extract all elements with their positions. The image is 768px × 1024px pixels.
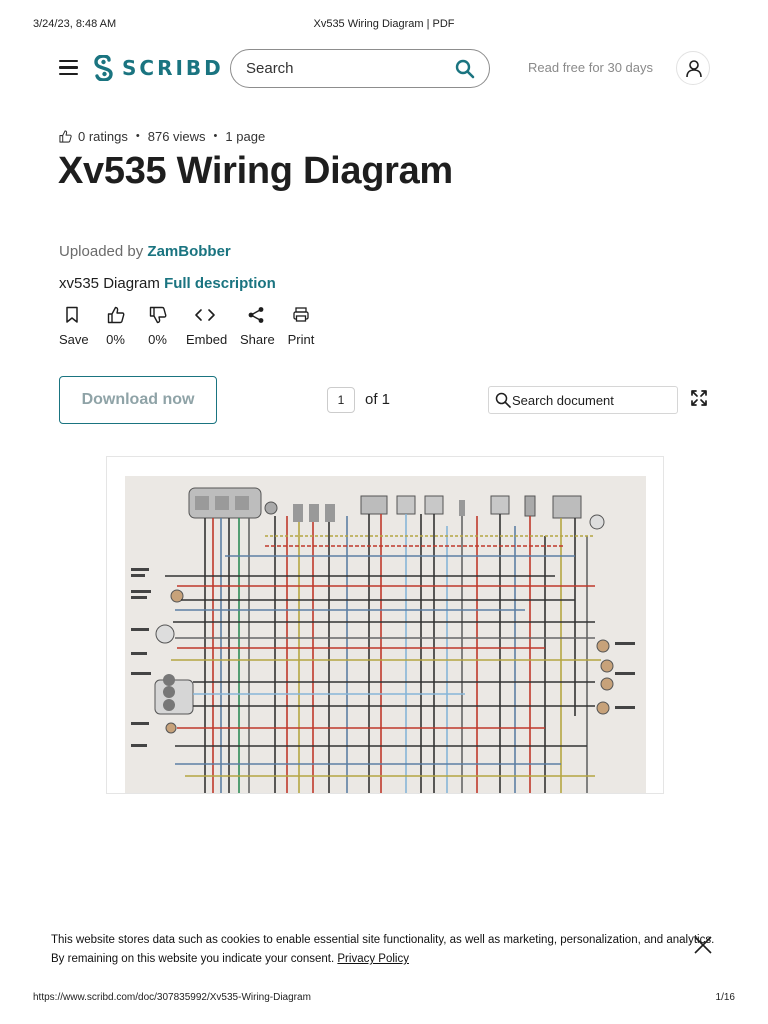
user-icon — [686, 60, 702, 78]
search-document-placeholder: Search document — [512, 393, 614, 408]
description-text: xv535 Diagram — [59, 275, 160, 292]
author-link[interactable]: ZamBobber — [147, 243, 231, 260]
share-label: Share — [240, 332, 275, 347]
wiring-diagram-image — [125, 476, 646, 793]
print-label: Print — [287, 332, 315, 347]
uploaded-prefix: Uploaded by — [59, 243, 144, 260]
cookie-banner: This website stores data such as cookies… — [51, 931, 731, 969]
cookie-text-line2-wrap: By remaining on this website you indicat… — [51, 950, 731, 969]
ratings-count: 0 ratings — [78, 128, 128, 144]
document-title: Xv535 Wiring Diagram — [58, 150, 453, 192]
uploaded-by: Uploaded by ZamBobber — [59, 243, 231, 260]
save-button[interactable]: Save — [59, 306, 89, 347]
save-label: Save — [59, 332, 89, 347]
search-icon — [495, 392, 511, 408]
bookmark-icon — [66, 306, 78, 323]
like-percent: 0% — [106, 332, 125, 347]
share-button[interactable]: Share — [240, 306, 275, 347]
page-count: 1 page — [225, 128, 266, 144]
like-button[interactable]: 0% — [106, 306, 125, 347]
embed-button[interactable]: Embed — [186, 306, 227, 347]
separator-dot: • — [135, 130, 140, 142]
views-count: 876 views — [147, 128, 206, 144]
thumbs-down-icon — [149, 306, 167, 324]
search-document-input[interactable]: Search document — [488, 386, 678, 414]
full-description-link[interactable]: Full description — [164, 275, 276, 292]
embed-label: Embed — [186, 332, 228, 347]
fullscreen-icon[interactable] — [690, 389, 708, 407]
print-footer: https://www.scribd.com/doc/307835992/Xv5… — [0, 992, 768, 1006]
account-button[interactable] — [676, 51, 710, 85]
thumbs-up-icon — [107, 306, 125, 324]
document-stats: 0 ratings • 876 views • 1 page — [59, 128, 265, 144]
code-icon — [195, 309, 215, 321]
close-icon[interactable] — [692, 934, 714, 956]
cookie-text-line2: By remaining on this website you indicat… — [51, 953, 335, 965]
dislike-button[interactable]: 0% — [148, 306, 167, 347]
search-icon[interactable] — [455, 59, 475, 79]
top-navigation: SCRIBD Search Read free for 30 days — [0, 48, 768, 88]
download-now-button[interactable]: Download now — [59, 376, 217, 424]
thumbs-up-icon — [59, 129, 72, 143]
document-description: xv535 Diagram Full description — [59, 275, 276, 292]
wiring-diagram-drawing — [125, 476, 646, 793]
read-free-link[interactable]: Read free for 30 days — [528, 60, 654, 75]
document-page-frame — [106, 456, 664, 794]
separator-dot: • — [213, 130, 218, 142]
page-total: of 1 — [365, 391, 391, 408]
privacy-policy-link[interactable]: Privacy Policy — [337, 953, 409, 965]
print-page-number: 1/16 — [715, 992, 735, 1003]
scribd-logo[interactable]: SCRIBD — [94, 54, 224, 82]
dislike-percent: 0% — [148, 332, 167, 347]
menu-icon[interactable] — [59, 60, 78, 76]
print-timestamp: 3/24/23, 8:48 AM — [33, 18, 117, 30]
print-title: Xv535 Wiring Diagram | PDF — [313, 18, 455, 30]
print-button[interactable]: Print — [287, 306, 315, 347]
scribd-s-icon — [94, 55, 113, 81]
share-icon — [248, 307, 264, 323]
printer-icon — [293, 307, 309, 322]
search-input[interactable]: Search — [230, 49, 490, 88]
page-number-input[interactable]: 1 — [327, 387, 355, 413]
logo-text: SCRIBD — [122, 56, 224, 80]
cookie-text-line1: This website stores data such as cookies… — [51, 934, 715, 946]
search-placeholder: Search — [246, 60, 294, 77]
print-header: 3/24/23, 8:48 AM Xv535 Wiring Diagram | … — [0, 18, 768, 32]
print-url: https://www.scribd.com/doc/307835992/Xv5… — [33, 992, 311, 1003]
